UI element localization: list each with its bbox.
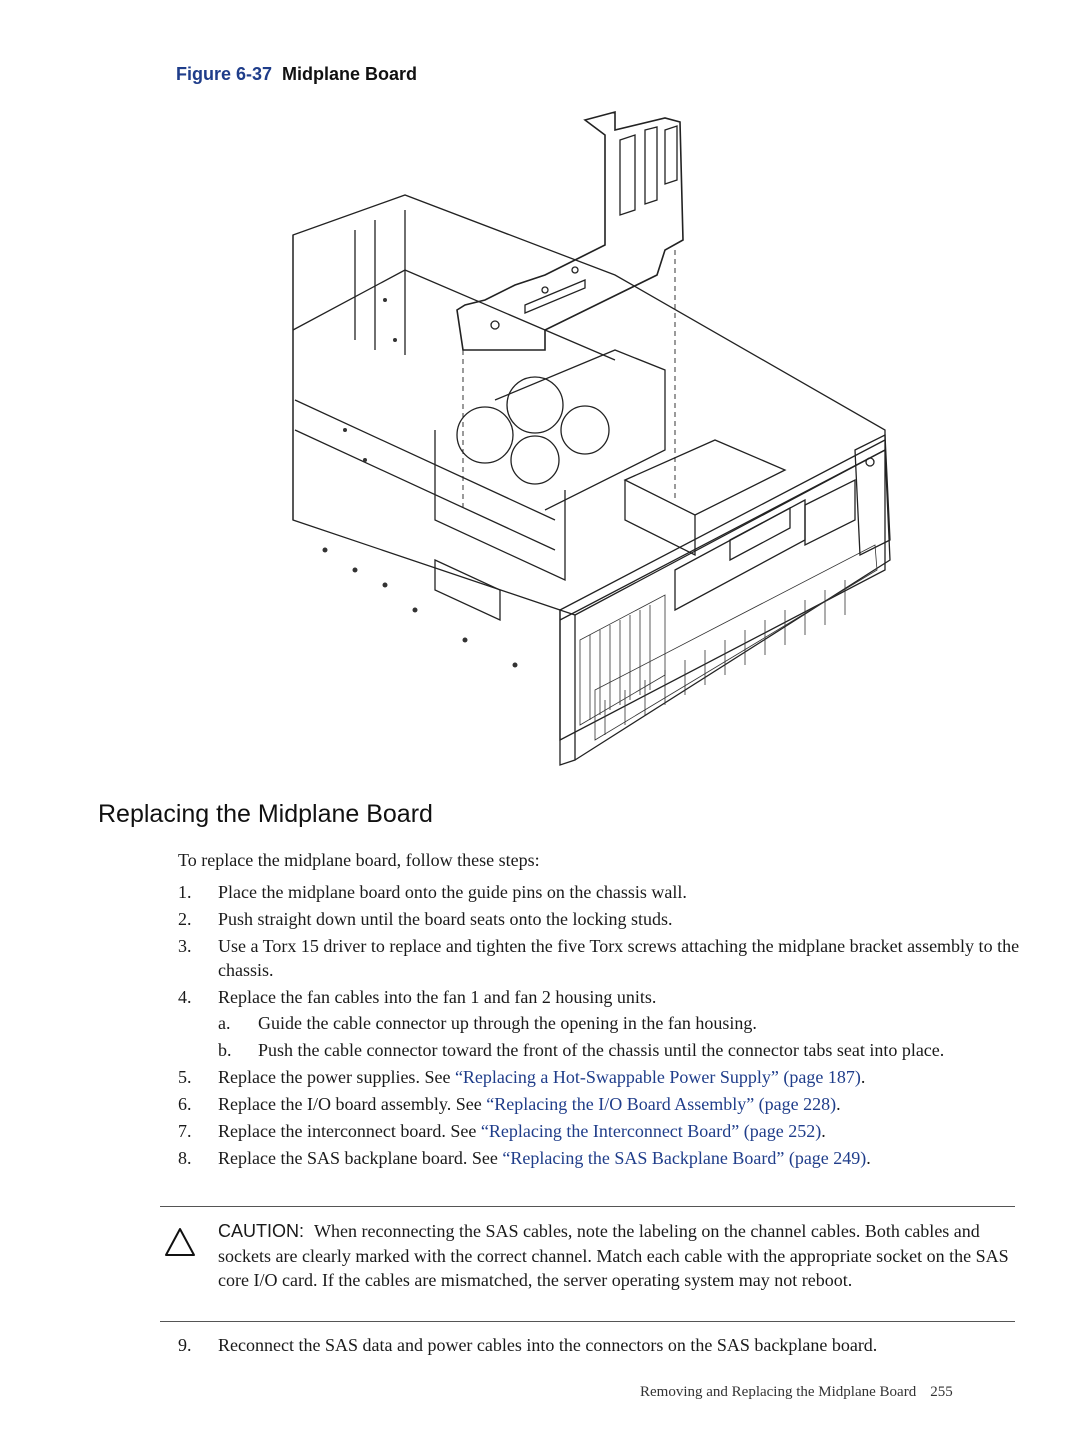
xref-io-board-link[interactable]: “Replacing the I/O Board Assembly” (page… xyxy=(486,1094,837,1114)
xref-interconnect-board-link[interactable]: “Replacing the Interconnect Board” (page… xyxy=(480,1121,822,1141)
step-number: 4. xyxy=(178,987,192,1007)
substep-b: b. Push the cable connector toward the fr… xyxy=(218,1038,1023,1062)
step-number: 5. xyxy=(178,1067,192,1087)
step-text: Place the midplane board onto the guide … xyxy=(218,882,687,902)
section-heading: Replacing the Midplane Board xyxy=(98,800,433,828)
substep-list: a. Guide the cable connector up through t… xyxy=(218,1011,1023,1062)
step-text: Replace the power supplies. See xyxy=(218,1067,455,1087)
page-footer: Removing and Replacing the Midplane Boar… xyxy=(640,1384,953,1401)
step-text: Use a Torx 15 driver to replace and tigh… xyxy=(218,936,1020,980)
midplane-board-illustration xyxy=(292,110,891,766)
step-tail: . xyxy=(821,1121,826,1141)
figure-caption: Figure 6-37 Midplane Board xyxy=(176,64,417,85)
substep-letter: b. xyxy=(218,1040,232,1060)
step-7: 7. Replace the interconnect board. See “R… xyxy=(178,1119,1023,1143)
step-3: 3. Use a Torx 15 driver to replace and ti… xyxy=(178,934,1023,982)
caution-triangle-icon xyxy=(165,1228,195,1256)
step-text: Replace the SAS backplane board. See xyxy=(218,1148,503,1168)
step-2: 2. Push straight down until the board sea… xyxy=(178,907,1023,931)
page-number: 255 xyxy=(930,1384,953,1400)
caution-text: When reconnecting the SAS cables, note t… xyxy=(218,1221,1009,1290)
procedure-body: To replace the midplane board, follow th… xyxy=(178,848,1023,1173)
step-number: 2. xyxy=(178,909,192,929)
figure-label: Figure 6-37 xyxy=(176,64,273,84)
substep-text: Push the cable connector toward the fron… xyxy=(258,1040,945,1060)
step-number: 3. xyxy=(178,936,192,956)
step-8: 8. Replace the SAS backplane board. See “… xyxy=(178,1146,1023,1170)
step-6: 6. Replace the I/O board assembly. See “R… xyxy=(178,1092,1023,1116)
xref-power-supply-link[interactable]: “Replacing a Hot-Swappable Power Supply”… xyxy=(454,1067,861,1087)
step-number: 1. xyxy=(178,882,192,902)
footer-title: Removing and Replacing the Midplane Boar… xyxy=(640,1384,917,1400)
step-text: Replace the I/O board assembly. See xyxy=(218,1094,487,1114)
step-number: 7. xyxy=(178,1121,192,1141)
step-number: 9. xyxy=(178,1335,192,1355)
caution-label: CAUTION: xyxy=(218,1221,305,1241)
intro-text: To replace the midplane board, follow th… xyxy=(178,850,540,870)
step-tail: . xyxy=(860,1067,866,1087)
xref-sas-backplane-link[interactable]: “Replacing the SAS Backplane Board” (pag… xyxy=(502,1148,867,1168)
figure-title: Midplane Board xyxy=(282,64,418,84)
substep-a: a. Guide the cable connector up through t… xyxy=(218,1011,1023,1035)
step-1: 1. Place the midplane board onto the guid… xyxy=(178,880,1023,904)
step-number: 8. xyxy=(178,1148,192,1168)
substep-letter: a. xyxy=(218,1013,231,1033)
step-number: 6. xyxy=(178,1094,192,1114)
step-text: Replace the interconnect board. See xyxy=(218,1121,481,1141)
caution-text-block: CAUTION:When reconnecting the SAS cables… xyxy=(218,1219,1018,1293)
step-tail: . xyxy=(866,1148,871,1168)
step-text: Push straight down until the board seats… xyxy=(218,909,673,929)
step-5: 5. Replace the power supplies. See “Repla… xyxy=(178,1065,1023,1089)
step-text: Reconnect the SAS data and power cables … xyxy=(218,1335,878,1355)
step-4: 4. Replace the fan cables into the fan 1 … xyxy=(178,985,1023,1062)
substep-text: Guide the cable connector up through the… xyxy=(258,1013,757,1033)
step-text: Replace the fan cables into the fan 1 an… xyxy=(218,987,657,1007)
step-tail: . xyxy=(836,1094,841,1114)
caution-box: CAUTION:When reconnecting the SAS cables… xyxy=(160,1206,1015,1322)
step-9: 9. Reconnect the SAS data and power cable… xyxy=(178,1333,1023,1360)
